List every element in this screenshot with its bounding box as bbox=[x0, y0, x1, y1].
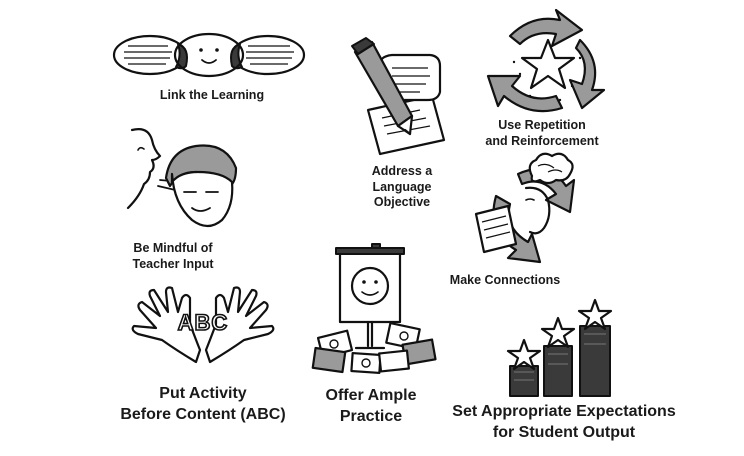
caption-mindful-line2: Teacher Input bbox=[132, 256, 214, 271]
caption-address-line1: Address a bbox=[371, 164, 433, 178]
caption-connections-line1: Make Connections bbox=[449, 273, 561, 287]
caption-activity-line1: Put Activity bbox=[159, 385, 247, 402]
caption-activity-line2: Before Content (ABC) bbox=[120, 405, 286, 423]
caption-expectations-line1: Set Appropriate Expectations bbox=[452, 403, 676, 420]
caption-expectations-line2: for Student Output bbox=[492, 423, 636, 441]
caption-address-line3: Objective bbox=[373, 195, 431, 210]
abc-letters: ABC bbox=[178, 310, 229, 335]
caption-repetition-line2: and Reinforcement bbox=[485, 133, 599, 148]
caption-practice-line1: Offer Ample bbox=[325, 387, 417, 404]
caption-address-line2: Language bbox=[372, 179, 432, 194]
caption-mindful-line1: Be Mindful of bbox=[133, 241, 213, 255]
caption-repetition-line1: Use Repetition bbox=[498, 118, 586, 132]
caption-link-line1: Link the Learning bbox=[159, 88, 265, 102]
caption-practice-line2: Practice bbox=[339, 407, 403, 425]
